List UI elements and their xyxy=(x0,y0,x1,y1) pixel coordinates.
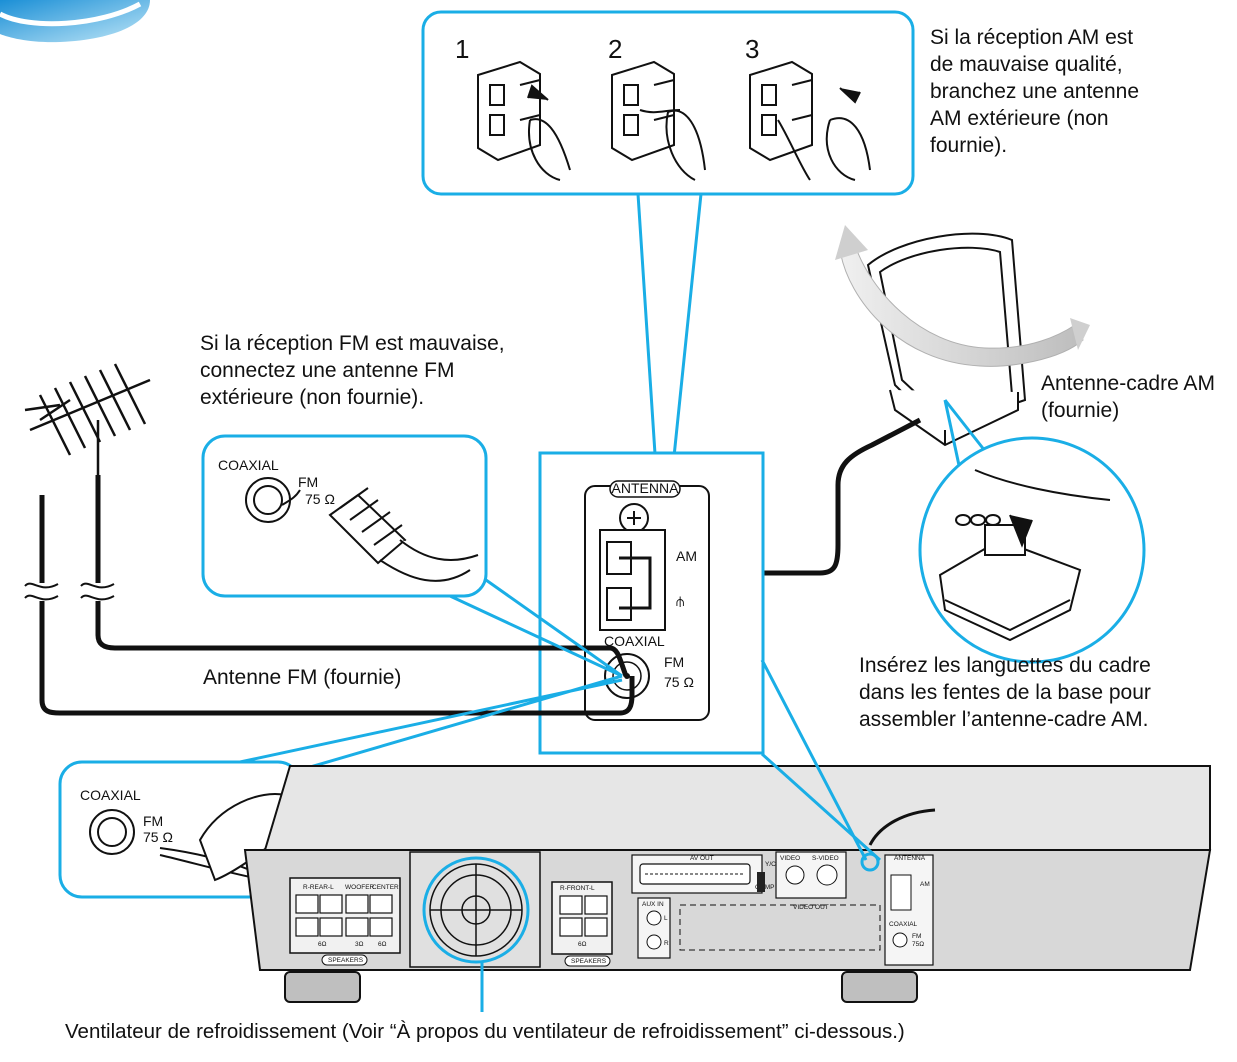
rear-antenna-label: ANTENNA xyxy=(894,855,926,862)
panel-fm-label: FM xyxy=(664,654,684,670)
fm-coax-detail-top: COAXIAL FM 75 Ω xyxy=(201,434,623,678)
antenna-panel-callout: ANTENNA AM ⫛ COAXIAL FM 75 Ω xyxy=(538,451,765,755)
rear-center-label: CENTER xyxy=(372,884,399,891)
step-1-number: 1 xyxy=(455,34,469,64)
receiver-rear-panel: R-REAR-L WOOFER CENTER 6Ω 3Ω 6Ω SPEAKERS… xyxy=(243,659,1212,1012)
outdoor-fm-antenna-icon xyxy=(24,363,151,475)
rear-av-out-label: AV OUT xyxy=(690,855,714,862)
fm-detail-top-ohm: 75 Ω xyxy=(305,491,335,507)
corner-disc-icon xyxy=(0,0,150,43)
am-note-line-3: branchez une antenne xyxy=(930,80,1140,103)
insert-line-1: Insérez les languettes du cadre xyxy=(859,654,1151,677)
rear-speakers-label: SPEAKERS xyxy=(328,957,364,964)
am-antenna-cable xyxy=(668,417,922,576)
rear-speakers-label-2: SPEAKERS xyxy=(571,958,607,965)
panel-ohm-label: 75 Ω xyxy=(664,674,694,690)
am-note-line-4: AM extérieure (non xyxy=(930,107,1109,130)
rear-am-label: AM xyxy=(920,881,930,888)
rear-video-out-label: VIDEO OUT xyxy=(793,904,829,911)
rear-speaker-imp-left: 6Ω xyxy=(318,941,327,948)
rear-center-imp: 6Ω xyxy=(378,941,387,948)
fm-reception-note: Si la réception FM est mauvaise, connect… xyxy=(200,330,560,411)
insert-line-2: dans les fentes de la base pour xyxy=(859,681,1151,704)
step-2-number: 2 xyxy=(608,34,622,64)
rear-woofer-imp: 3Ω xyxy=(355,941,364,948)
fm-wire-detail-bottom: COAXIAL FM 75 Ω xyxy=(58,674,623,899)
fm-detail-bottom-coaxial: COAXIAL xyxy=(80,787,141,803)
cooling-fan-icon xyxy=(422,856,530,964)
am-note-line-2: de mauvaise qualité, xyxy=(930,53,1123,76)
rear-rear-l-label: R-REAR-L xyxy=(303,884,334,891)
panel-ground-symbol: ⫛ xyxy=(676,593,684,609)
rotation-arrow-icon xyxy=(835,225,1090,367)
fm-antenna-caption: Antenne FM (fournie) xyxy=(203,666,402,689)
rear-svideo-label: S-VIDEO xyxy=(812,855,839,862)
rear-woofer-label: WOOFER xyxy=(345,884,375,891)
insert-line-3: assembler l’antenne-cadre AM. xyxy=(859,708,1149,731)
fm-antenna-wire xyxy=(39,475,635,716)
step-callout: 1 2 3 xyxy=(421,10,915,196)
am-note-line-5: fournie). xyxy=(930,134,1008,157)
insert-tabs-caption: Insérez les languettes du cadre dans les… xyxy=(859,652,1199,733)
am-loop-line-2: (fournie) xyxy=(1041,399,1120,422)
fan-caption: Ventilateur de refroidissement (Voir “À … xyxy=(65,1020,905,1043)
rear-aux-l-label: L xyxy=(664,915,668,922)
rear-ohm-label: 75Ω xyxy=(912,941,924,948)
fm-note-line-3: extérieure (non fournie). xyxy=(200,386,425,409)
receiver-foot-right xyxy=(841,971,918,1003)
panel-am-label: AM xyxy=(676,548,697,564)
am-loop-line-1: Antenne-cadre AM xyxy=(1041,372,1215,395)
rear-aux-r-label: R xyxy=(664,940,669,947)
tab-insertion-detail xyxy=(918,399,1146,664)
receiver-foot-left xyxy=(284,971,361,1003)
fm-note-line-1: Si la réception FM est mauvaise, xyxy=(200,332,505,355)
step-3-number: 3 xyxy=(745,34,759,64)
am-loop-caption: Antenne-cadre AM (fournie) xyxy=(1041,370,1237,424)
rear-yc-label: Y/C xyxy=(765,861,776,868)
wire-break-marks xyxy=(24,582,115,601)
fm-detail-bottom-ohm: 75 Ω xyxy=(143,829,173,845)
terminal-step-1-icon xyxy=(477,60,571,181)
fm-detail-top-coaxial: COAXIAL xyxy=(218,457,279,473)
terminal-step-2-icon xyxy=(611,60,706,181)
am-note-line-1: Si la réception AM est xyxy=(930,26,1134,49)
panel-coaxial-label: COAXIAL xyxy=(604,633,665,649)
rear-front-l-label: R-FRONT-L xyxy=(560,885,595,892)
rear-aux-in-label: AUX IN xyxy=(642,901,664,908)
fm-note-line-2: connectez une antenne FM xyxy=(200,359,455,382)
rear-coaxial-label: COAXIAL xyxy=(889,921,918,928)
am-reception-note: Si la réception AM est de mauvaise quali… xyxy=(930,24,1190,159)
rear-fm-label: FM xyxy=(912,933,921,940)
panel-antenna-label: ANTENNA xyxy=(612,480,680,496)
rear-video-label: VIDEO xyxy=(780,855,800,862)
fm-detail-bottom-fm: FM xyxy=(143,813,163,829)
fm-detail-top-fm: FM xyxy=(298,474,318,490)
rear-front-imp: 6Ω xyxy=(578,941,587,948)
terminal-step-3-icon xyxy=(749,60,871,181)
